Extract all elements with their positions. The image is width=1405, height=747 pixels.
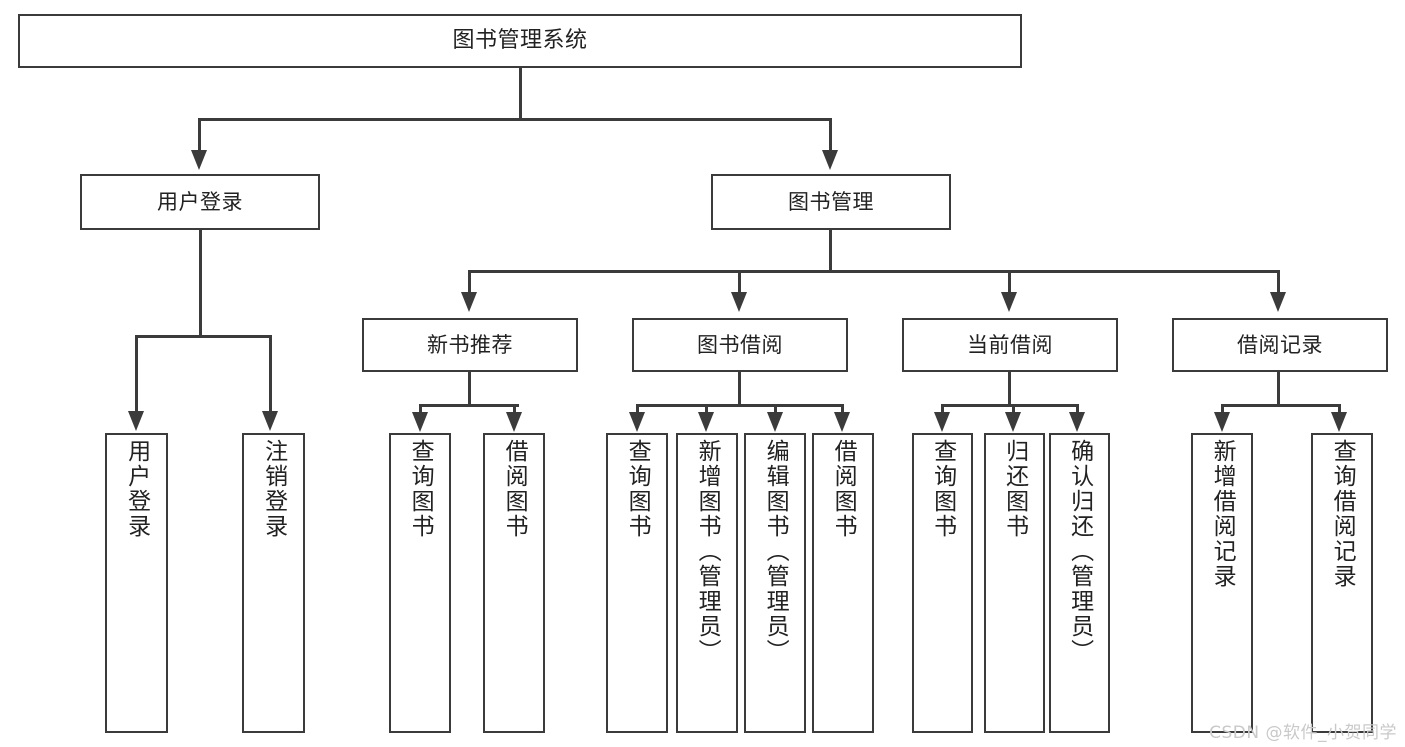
arrowhead-leaf-add-record [1214, 412, 1230, 432]
arrowhead-leaf-confirm-return [1069, 412, 1085, 432]
arrowhead-book-borrow [731, 292, 747, 312]
arrowhead-leaf-logout [262, 411, 278, 431]
connector-to-book-borrow [738, 270, 741, 294]
leaf-confirm-return[interactable]: 确认归还（管理员） [1049, 433, 1110, 733]
node-label: 注销登录 [260, 439, 287, 539]
connector-to-user-login [198, 118, 201, 152]
node-label: 新增图书（管理员） [694, 439, 721, 664]
connector-book-manage-bus [468, 270, 1280, 273]
node-borrow-record[interactable]: 借阅记录 [1172, 318, 1388, 372]
connector-borrow-record-leaf2 [1338, 404, 1341, 416]
connector-book-borrow-leaf1 [636, 404, 639, 416]
node-label: 图书管理系统 [452, 28, 588, 54]
connector-new-book-leaf1 [419, 404, 422, 416]
arrowhead-leaf-edit-book [767, 412, 783, 432]
node-label: 用户登录 [123, 439, 150, 539]
connector-book-manage-stem [829, 230, 832, 272]
node-label: 查询图书 [624, 439, 651, 539]
node-new-book-recommend[interactable]: 新书推荐 [362, 318, 578, 372]
node-label: 查询图书 [407, 439, 434, 539]
leaf-query-book-current[interactable]: 查询图书 [912, 433, 973, 733]
node-label: 用户登录 [157, 189, 243, 214]
node-label: 查询图书 [929, 439, 956, 539]
connector-borrow-record-stem [1277, 372, 1280, 406]
connector-to-current-borrow [1008, 270, 1011, 294]
arrowhead-book-manage [822, 150, 838, 170]
arrowhead-leaf-query-book-3 [934, 412, 950, 432]
connector-book-borrow-stem [738, 372, 741, 406]
node-label: 图书管理 [788, 189, 874, 214]
node-label: 借阅图书 [830, 439, 857, 539]
leaf-query-book-recommend[interactable]: 查询图书 [389, 433, 451, 733]
connector-book-borrow-leaf4 [841, 404, 844, 416]
arrowhead-leaf-query-book-2 [629, 412, 645, 432]
connector-book-borrow-leaf3 [774, 404, 777, 416]
arrowhead-leaf-borrow-book-2 [834, 412, 850, 432]
leaf-borrow-book[interactable]: 借阅图书 [812, 433, 874, 733]
arrowhead-new-book [461, 292, 477, 312]
leaf-borrow-book-recommend[interactable]: 借阅图书 [483, 433, 545, 733]
arrowhead-borrow-record [1270, 292, 1286, 312]
watermark-text: CSDN @软件_小贺同学 [1209, 723, 1397, 743]
node-label: 编辑图书（管理员） [762, 439, 789, 664]
arrowhead-leaf-query-book-1 [412, 412, 428, 432]
arrowhead-current-borrow [1001, 292, 1017, 312]
connector-current-borrow-bus [941, 404, 1078, 407]
connector-user-login-bus [135, 335, 272, 338]
connector-book-borrow-leaf2 [705, 404, 708, 416]
node-label: 查询借阅记录 [1329, 439, 1356, 589]
arrowhead-leaf-add-book [698, 412, 714, 432]
leaf-logout[interactable]: 注销登录 [242, 433, 305, 733]
connector-root-bus [198, 118, 832, 121]
leaf-edit-book[interactable]: 编辑图书（管理员） [744, 433, 806, 733]
leaf-query-borrow-record[interactable]: 查询借阅记录 [1311, 433, 1373, 733]
connector-current-borrow-leaf2 [1012, 404, 1015, 416]
leaf-user-login[interactable]: 用户登录 [105, 433, 168, 733]
arrowhead-leaf-return-book [1005, 412, 1021, 432]
connector-user-login-stem [199, 230, 202, 337]
connector-current-borrow-stem [1008, 372, 1011, 406]
node-label: 新书推荐 [427, 332, 513, 357]
connector-new-book-bus [419, 404, 519, 407]
node-book-borrow[interactable]: 图书借阅 [632, 318, 848, 372]
connector-to-book-manage [829, 118, 832, 152]
node-label: 确认归还（管理员） [1066, 439, 1093, 664]
leaf-query-book-borrow[interactable]: 查询图书 [606, 433, 668, 733]
connector-user-login-leaf2 [269, 335, 272, 413]
node-label: 新增借阅记录 [1209, 439, 1236, 589]
node-label: 当前借阅 [967, 332, 1053, 357]
connector-to-new-book [468, 270, 471, 294]
node-label: 归还图书 [1001, 439, 1028, 539]
node-book-management[interactable]: 图书管理 [711, 174, 951, 230]
connector-new-book-stem [468, 372, 471, 406]
arrowhead-user-login [191, 150, 207, 170]
leaf-return-book[interactable]: 归还图书 [984, 433, 1045, 733]
connector-user-login-leaf1 [135, 335, 138, 413]
connector-new-book-leaf2 [513, 404, 516, 416]
node-current-borrow[interactable]: 当前借阅 [902, 318, 1118, 372]
node-label: 借阅记录 [1237, 332, 1323, 357]
node-label: 图书借阅 [697, 332, 783, 357]
node-label: 借阅图书 [501, 439, 528, 539]
leaf-add-borrow-record[interactable]: 新增借阅记录 [1191, 433, 1253, 733]
node-root-system[interactable]: 图书管理系统 [18, 14, 1022, 68]
connector-to-borrow-record [1277, 270, 1280, 294]
connector-current-borrow-leaf1 [941, 404, 944, 416]
connector-current-borrow-leaf3 [1076, 404, 1079, 416]
leaf-add-book[interactable]: 新增图书（管理员） [676, 433, 738, 733]
connector-borrow-record-bus [1221, 404, 1341, 407]
connector-borrow-record-leaf1 [1221, 404, 1224, 416]
arrowhead-leaf-borrow-book-1 [506, 412, 522, 432]
node-user-login[interactable]: 用户登录 [80, 174, 320, 230]
connector-book-borrow-bus [636, 404, 844, 407]
connector-root-stem [519, 68, 522, 120]
arrowhead-leaf-user-login [128, 411, 144, 431]
arrowhead-leaf-query-record [1331, 412, 1347, 432]
